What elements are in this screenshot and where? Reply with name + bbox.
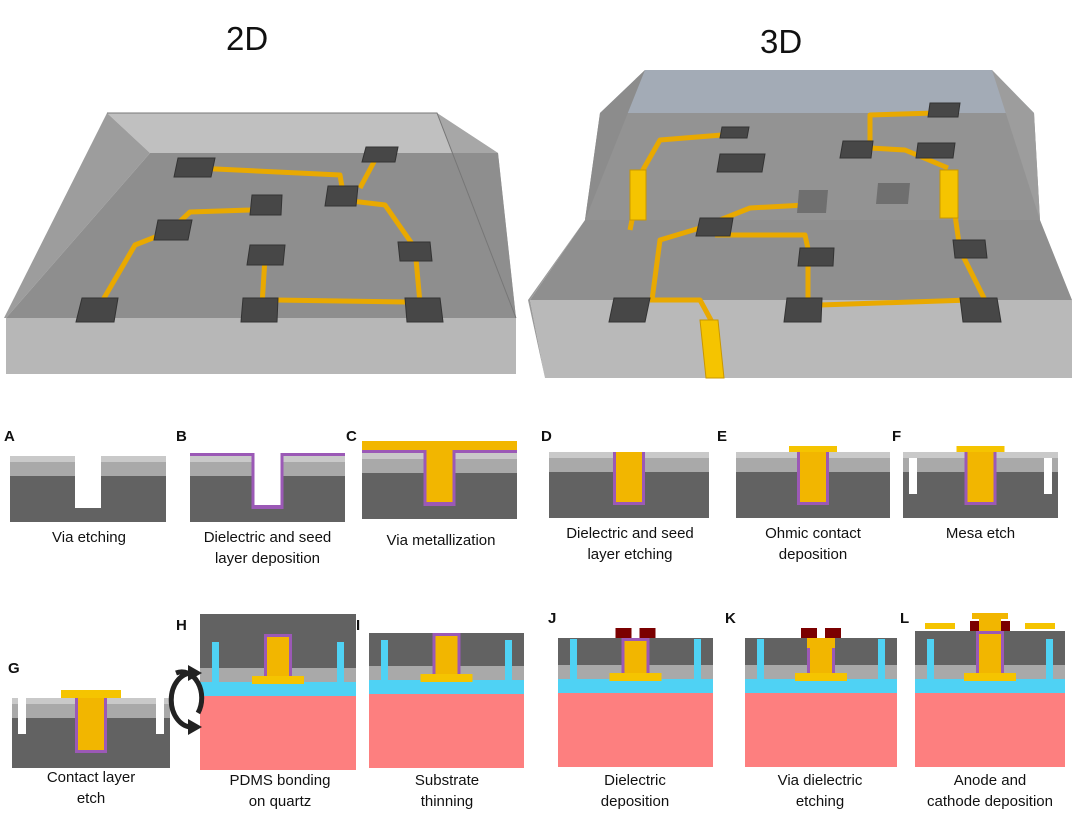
step-crosssection-f xyxy=(903,446,1058,518)
step-crosssection-c xyxy=(362,441,517,519)
step-caption-c: Via metallization xyxy=(386,532,496,549)
step-crosssection-a xyxy=(10,456,166,522)
header-2d: 2D xyxy=(226,20,269,57)
step-letter-k: K xyxy=(725,610,736,627)
step-letter-h: H xyxy=(176,617,187,634)
step-letter-d: D xyxy=(541,428,552,445)
step-letter-e: E xyxy=(717,428,728,445)
step-letter-g: G xyxy=(8,660,20,677)
step-letter-l: L xyxy=(900,610,910,627)
step-letter-a: A xyxy=(4,428,15,445)
step-crosssection-k xyxy=(745,628,897,767)
step-letter-c: C xyxy=(346,428,357,445)
step-letter-f: F xyxy=(892,428,902,445)
step-crosssection-e xyxy=(736,446,890,518)
header-3d: 3D xyxy=(760,23,803,60)
step-crosssection-l xyxy=(915,613,1065,767)
step-crosssection-i xyxy=(369,633,524,768)
board-2d xyxy=(4,112,517,374)
boards-illustration xyxy=(4,70,1072,379)
flip-arrow-icon xyxy=(168,665,205,735)
step-crosssection-j xyxy=(558,628,713,767)
step-crosssection-g xyxy=(12,690,170,768)
step-letter-b: B xyxy=(176,428,187,445)
step-crosssection-d xyxy=(549,452,709,518)
board-3d xyxy=(528,70,1072,379)
step-crosssection-b xyxy=(190,453,345,522)
step-caption-a: Via etching xyxy=(52,529,126,546)
step-crosssection-h xyxy=(200,614,356,770)
step-letter-j: J xyxy=(548,610,557,627)
step-caption-f: Mesa etch xyxy=(945,525,1016,542)
step-letter-i: I xyxy=(356,617,361,634)
